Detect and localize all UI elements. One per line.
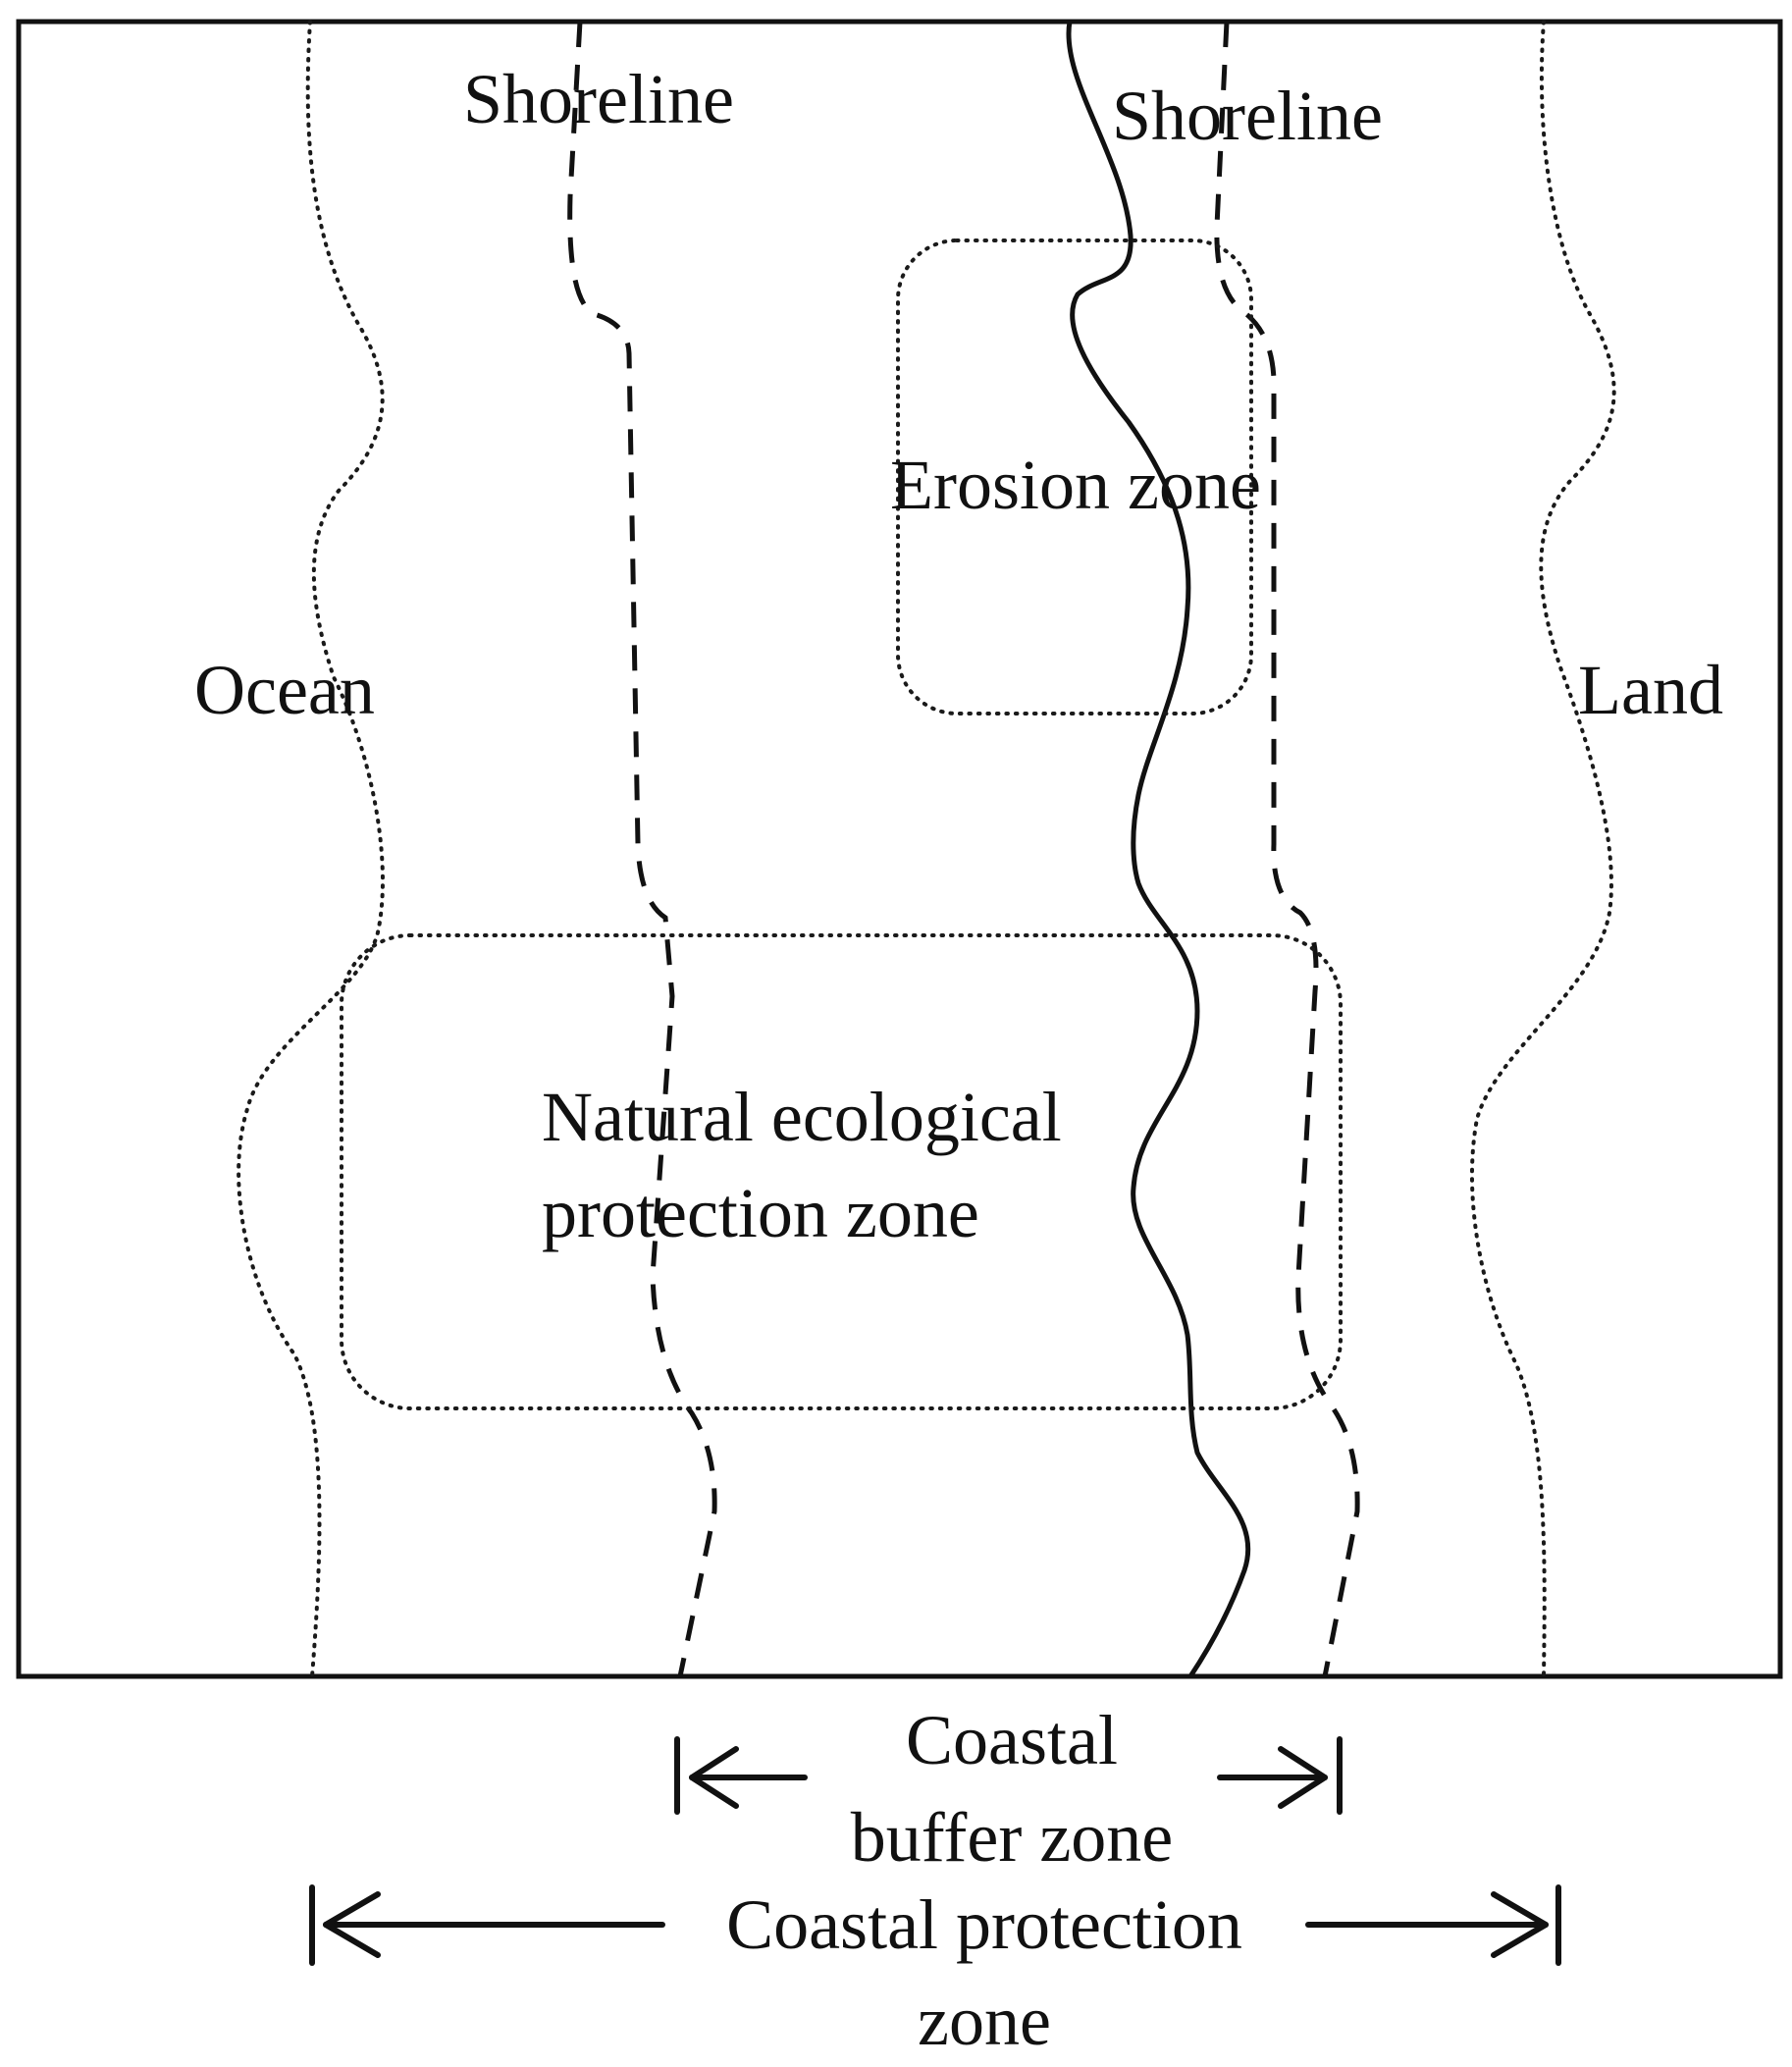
diagram-frame bbox=[16, 19, 1783, 1679]
buffer-zone-dimension-arrow bbox=[674, 1736, 1343, 1815]
erosion-zone-label: Erosion zone bbox=[890, 446, 1261, 524]
buffer-zone-label-line1: Coastal bbox=[906, 1701, 1118, 1779]
ocean-label: Ocean bbox=[194, 651, 375, 729]
shoreline-right-line bbox=[1214, 21, 1360, 1677]
protection-zone-label-line2: zone bbox=[918, 1982, 1051, 2060]
ocean-boundary-line bbox=[237, 20, 385, 1678]
current-shoreline-line bbox=[1066, 21, 1251, 1678]
natural-zone-label-line2: protection zone bbox=[542, 1174, 979, 1252]
shoreline-left-line bbox=[567, 21, 717, 1677]
land-boundary-line bbox=[1469, 20, 1616, 1678]
natural-protection-zone-box bbox=[340, 933, 1343, 1410]
protection-zone-dimension-arrow bbox=[309, 1884, 1561, 1966]
protection-zone-label-line1: Coastal protection bbox=[726, 1885, 1242, 1964]
buffer-zone-label-line2: buffer zone bbox=[851, 1798, 1174, 1877]
land-label: Land bbox=[1578, 651, 1723, 729]
erosion-zone-box bbox=[896, 238, 1253, 716]
shoreline-right-label: Shoreline bbox=[1112, 77, 1383, 155]
shoreline-left-label: Shoreline bbox=[463, 60, 734, 138]
natural-zone-label-line1: Natural ecological bbox=[542, 1078, 1062, 1156]
